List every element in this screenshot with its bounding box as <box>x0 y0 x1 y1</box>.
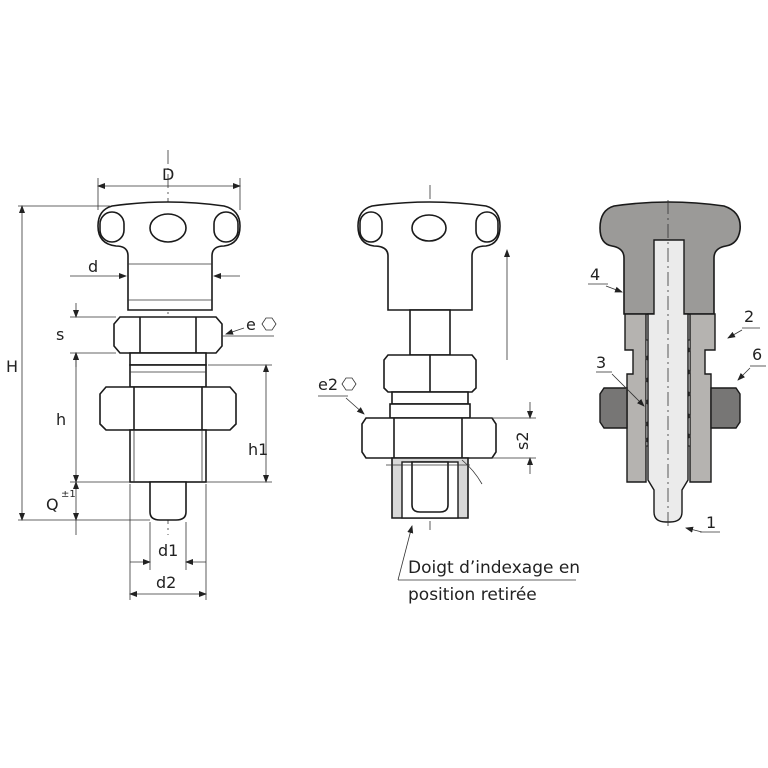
hexagon-icon <box>261 317 277 331</box>
dim-d2: d2 <box>156 573 176 592</box>
mounting-nut <box>99 386 237 431</box>
part-label-2: 2 <box>744 307 754 326</box>
dim-s: s <box>56 325 64 344</box>
lock-nut <box>113 316 223 354</box>
part-label-1: 1 <box>706 513 716 532</box>
dim-s2: s2 <box>513 431 532 450</box>
part-label-4: 4 <box>590 265 600 284</box>
dim-H: H <box>6 357 18 376</box>
index-pin <box>149 481 187 521</box>
nut-section-part-6 <box>599 387 741 429</box>
body-section-part-2 <box>624 313 716 483</box>
dim-d1: d1 <box>158 541 178 560</box>
retracted-note-line1: Doigt d’indexage en <box>408 558 580 578</box>
part-label-3: 3 <box>596 353 606 372</box>
part-label-6: 6 <box>752 345 762 364</box>
dim-Q: Q <box>46 495 59 514</box>
exterior-view: D d H s h Q ±1 h1 d1 d2 e <box>6 150 277 600</box>
dim-Q-tolerance: ±1 <box>61 489 76 500</box>
hexagon-icon <box>341 377 357 391</box>
dim-D: D <box>162 165 174 184</box>
dim-h: h <box>56 410 66 429</box>
threaded-body <box>129 429 207 483</box>
dim-d: d <box>88 257 98 276</box>
dim-e: e <box>246 315 256 334</box>
retracted-view: e2 s2 Doigt d’indexage en position retir… <box>318 185 580 605</box>
knob <box>97 201 241 311</box>
retracted-note-line2: position retirée <box>408 585 537 605</box>
dim-h1: h1 <box>248 440 268 459</box>
section-view: 4 2 3 6 1 <box>588 200 766 533</box>
dim-e2: e2 <box>318 375 338 394</box>
